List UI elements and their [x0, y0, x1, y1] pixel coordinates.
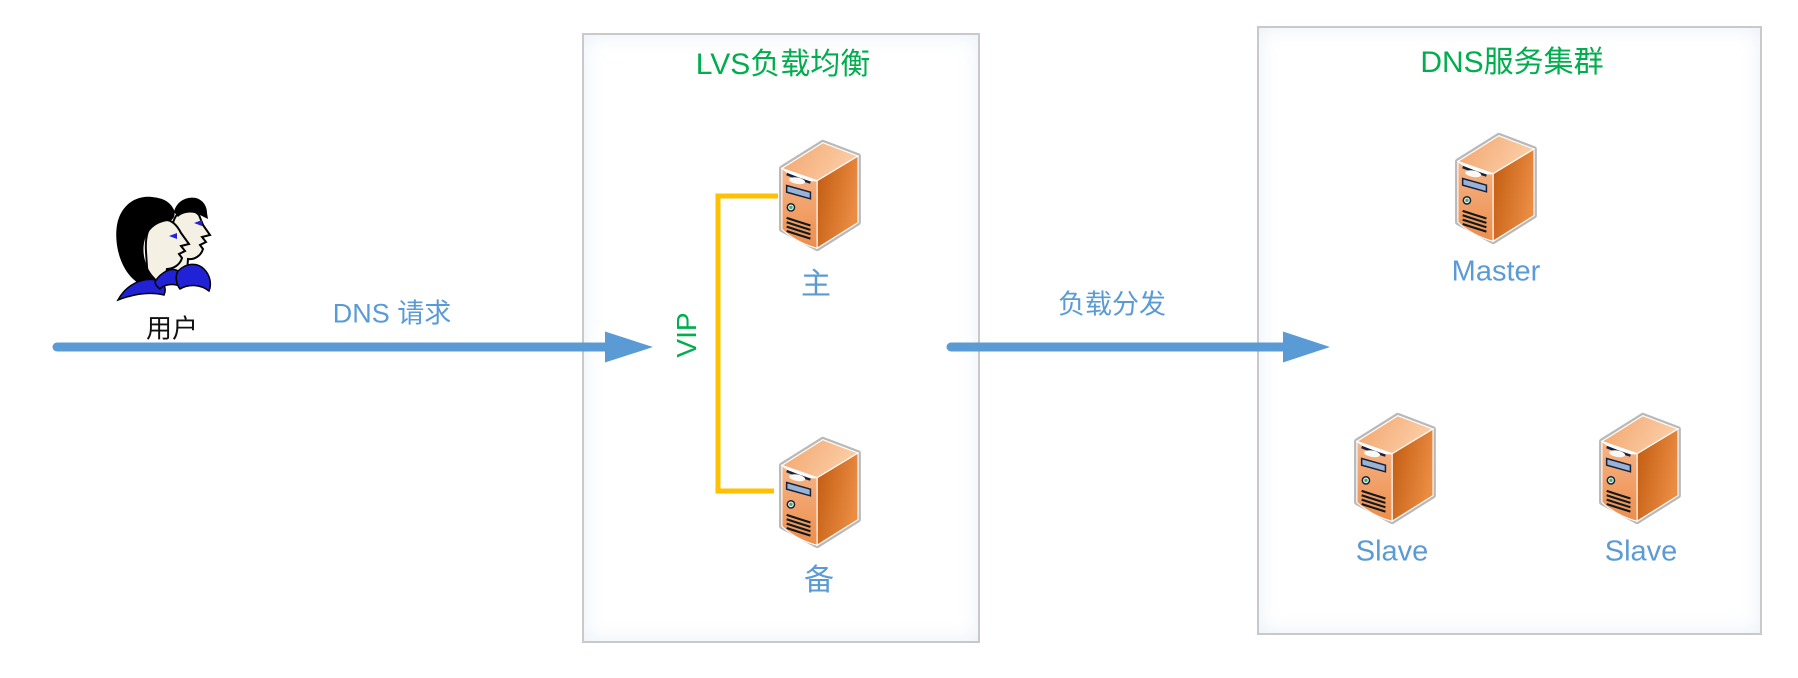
lvs-group-box: [582, 33, 980, 643]
dns-cluster-group-title: DNS服务集群: [1420, 46, 1604, 79]
dns-cluster-group-box: [1257, 26, 1762, 635]
vip-label: VIP: [671, 312, 702, 358]
lvs-primary-label: 主: [801, 268, 831, 301]
load-dispatch-label: 负载分发: [1058, 289, 1166, 320]
dns-master-label: Master: [1451, 255, 1541, 288]
server-tower-icon-dns-slave-1: [1350, 409, 1438, 527]
server-tower-icon-lvs-backup: [775, 433, 863, 551]
user-label: 用户: [145, 314, 199, 344]
dns-request-label: DNS 请求: [332, 298, 452, 329]
dns-slave-2-label: Slave: [1604, 535, 1678, 568]
dns-slave-1-label: Slave: [1355, 535, 1429, 568]
server-tower-icon-lvs-primary: [775, 136, 863, 254]
server-tower-icon-dns-master: [1451, 129, 1539, 247]
lvs-backup-label: 备: [804, 564, 834, 597]
lvs-group-title: LVS负载均衡: [695, 48, 871, 81]
server-tower-icon-dns-slave-2: [1595, 409, 1683, 527]
user-figure-icon: [116, 196, 212, 302]
